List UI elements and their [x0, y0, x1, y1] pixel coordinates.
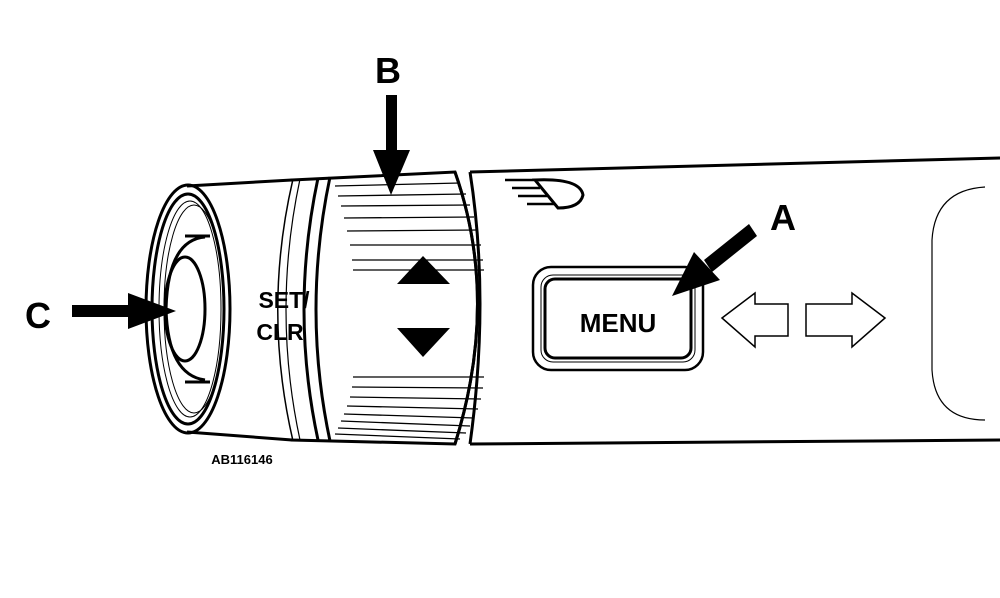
- up-down-triangle-icon: [397, 256, 450, 357]
- callout-arrow-a: [672, 224, 757, 296]
- right-arrow-icon[interactable]: [805, 291, 887, 349]
- headlamp-icon: [505, 178, 585, 210]
- end-cap: SET/ CLR: [186, 178, 310, 442]
- set-clr-label-line2: CLR: [256, 319, 304, 345]
- callout-label-b: B: [375, 50, 401, 91]
- callout-arrow-b: [373, 95, 410, 195]
- callout-label-c: C: [25, 295, 51, 336]
- thumbwheel[interactable]: [275, 170, 484, 446]
- callout-arrow-c: [72, 293, 176, 329]
- menu-label: MENU: [580, 308, 657, 338]
- stalk-body: [468, 156, 1000, 446]
- figure-id: AB116146: [211, 452, 272, 467]
- callout-label-a: A: [770, 197, 796, 238]
- menu-button[interactable]: MENU: [531, 265, 705, 372]
- left-arrow-icon[interactable]: [720, 291, 789, 349]
- set-clr-label-line1: SET/: [258, 287, 310, 313]
- knurling: [334, 182, 484, 440]
